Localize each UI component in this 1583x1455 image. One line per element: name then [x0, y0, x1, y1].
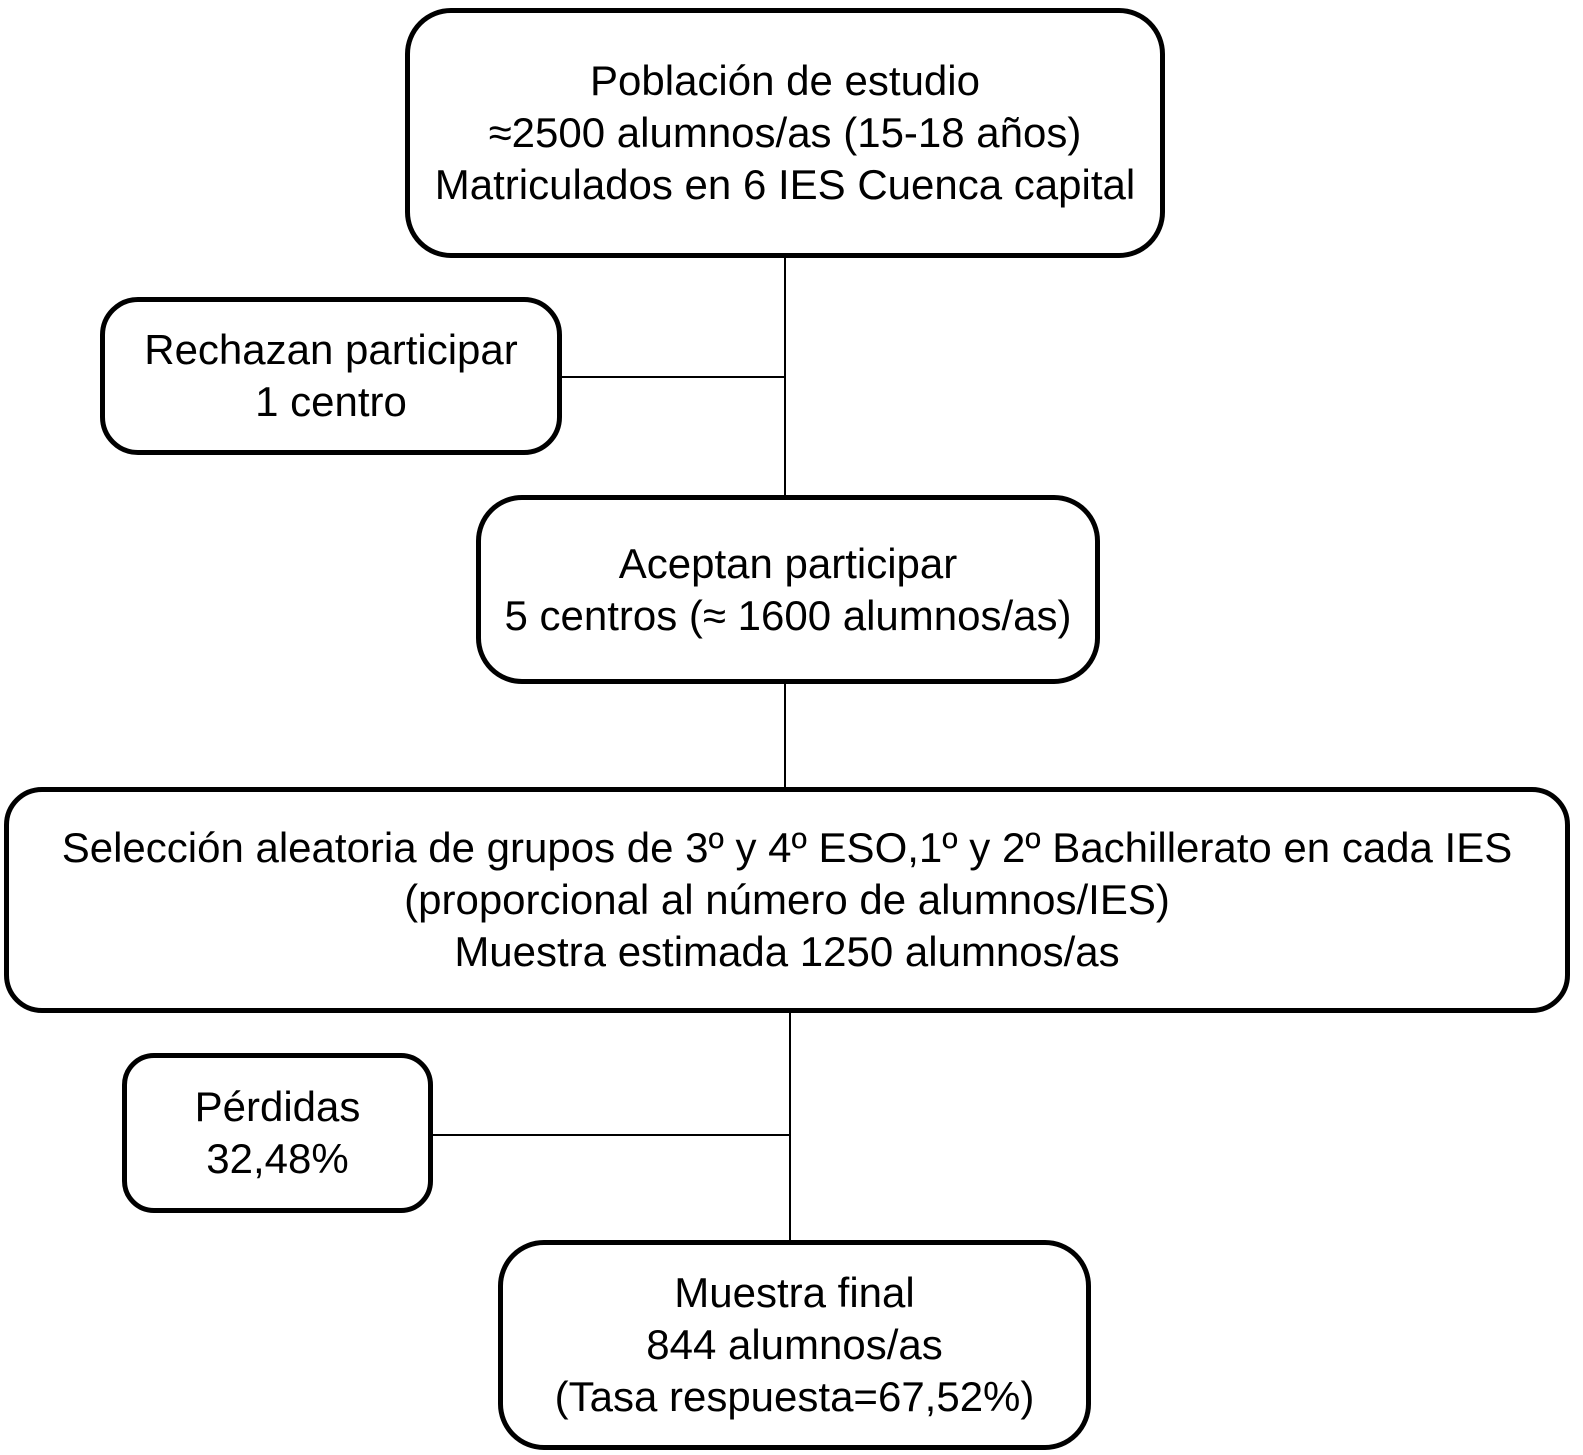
node-text-line: Rechazan participar	[144, 326, 518, 373]
node-text-line: (proporcional al número de alumnos/IES)	[404, 876, 1170, 923]
node-perdidas: Pérdidas 32,48%	[122, 1053, 433, 1213]
node-text-line: 844 alumnos/as	[646, 1321, 943, 1368]
node-text-line: Selección aleatoria de grupos de 3º y 4º…	[61, 824, 1513, 871]
node-text-line: 5 centros (≈ 1600 alumnos/as)	[504, 591, 1072, 639]
node-text-line: Muestra estimada 1250 alumnos/as	[454, 928, 1120, 975]
node-aceptan-participar: Aceptan participar 5 centros (≈ 1600 alu…	[476, 495, 1100, 684]
node-text-line: 1 centro	[255, 378, 407, 425]
node-text-line: Pérdidas	[194, 1083, 361, 1130]
node-text-line: Matriculados en 6 IES Cuenca capital	[434, 161, 1136, 208]
node-poblacion-de-estudio: Población de estudio ≈2500 alumnos/as (1…	[405, 8, 1165, 258]
connector-perdidas-branch	[433, 1134, 791, 1136]
connector-seleccion-to-final	[789, 1013, 791, 1242]
connector-rechazan-branch	[562, 376, 786, 378]
node-text-line: 32,48%	[206, 1135, 349, 1182]
node-text-line: (Tasa respuesta=67,52%)	[554, 1373, 1035, 1420]
node-text-line: Aceptan participar	[618, 539, 958, 587]
node-muestra-final: Muestra final 844 alumnos/as (Tasa respu…	[498, 1240, 1091, 1450]
node-text-line: Muestra final	[674, 1269, 915, 1316]
node-rechazan-participar: Rechazan participar 1 centro	[100, 297, 562, 455]
node-seleccion-aleatoria: Selección aleatoria de grupos de 3º y 4º…	[4, 787, 1570, 1013]
node-text-line: ≈2500 alumnos/as (15-18 años)	[488, 109, 1082, 156]
node-text-line: Población de estudio	[590, 57, 980, 104]
connector-aceptan-to-seleccion	[784, 684, 786, 789]
